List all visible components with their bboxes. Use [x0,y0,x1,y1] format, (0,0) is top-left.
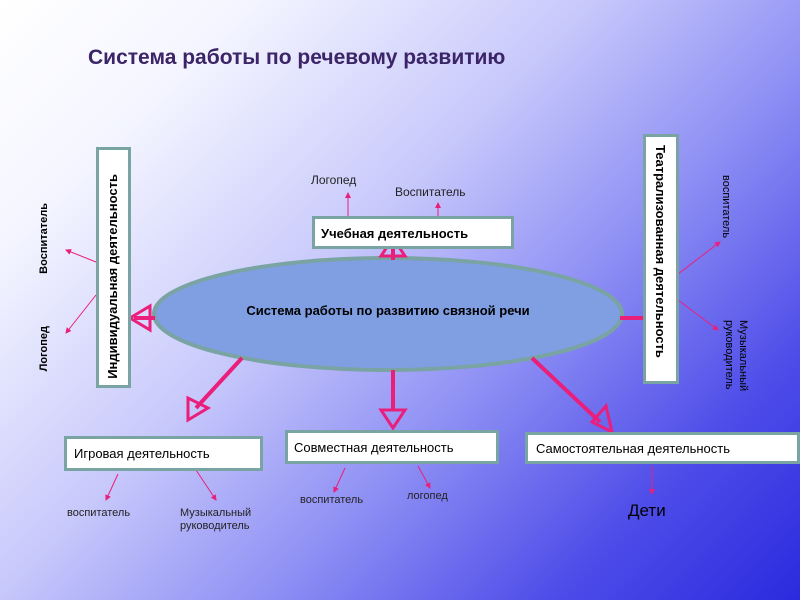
note-theatrical-music: Музыкальный руководитель [723,320,749,392]
game-activity-label: Игровая деятельность [74,446,210,461]
joint-activity-label: Совместная деятельность [294,440,454,455]
note-game-teacher: воспитатель [67,507,131,519]
note-independent-children: Дети [628,501,666,520]
individual-activity-box: Индивидуальная деятельность [96,147,131,388]
arrowhead-joint [378,408,408,431]
learning-activity-box: Учебная деятельность [312,216,514,249]
individual-activity-label: Индивидуальная деятельность [105,174,120,379]
arrowhead-game [186,395,212,423]
arrow-to-game [194,356,244,410]
arrowhead-individual [127,303,152,333]
theatrical-activity-box: Театрализованная деятельность [643,134,679,384]
theatrical-activity-label: Театрализованная деятельность [653,145,668,358]
page-title: Система работы по речевому развитию [88,46,506,69]
joint-activity-box: Совместная деятельность [285,430,499,464]
note-theatrical-teacher: воспитатель [720,175,732,239]
note-game-music: Музыкальный руководитель [180,507,252,532]
center-label: Система работы по развитию связной речи [246,303,530,318]
independent-activity-label: Самостоятельная деятельность [536,441,730,456]
note-joint-teacher: воспитатель [300,494,364,506]
arrowhead-independent [589,402,615,435]
note-learning-speech: Логопед [311,173,357,187]
learning-activity-label: Учебная деятельность [321,226,469,241]
arrow-to-independent [530,356,602,424]
note-individual-teacher: Воспитатель [38,203,50,274]
note-joint-speech: логопед [407,490,448,502]
note-learning-teacher: Воспитатель [395,185,466,199]
note-individual-speech: Логопед [38,326,50,372]
game-activity-box: Игровая деятельность [64,436,263,471]
independent-activity-box: Самостоятельная деятельность [525,432,800,464]
center-ellipse [152,256,624,372]
